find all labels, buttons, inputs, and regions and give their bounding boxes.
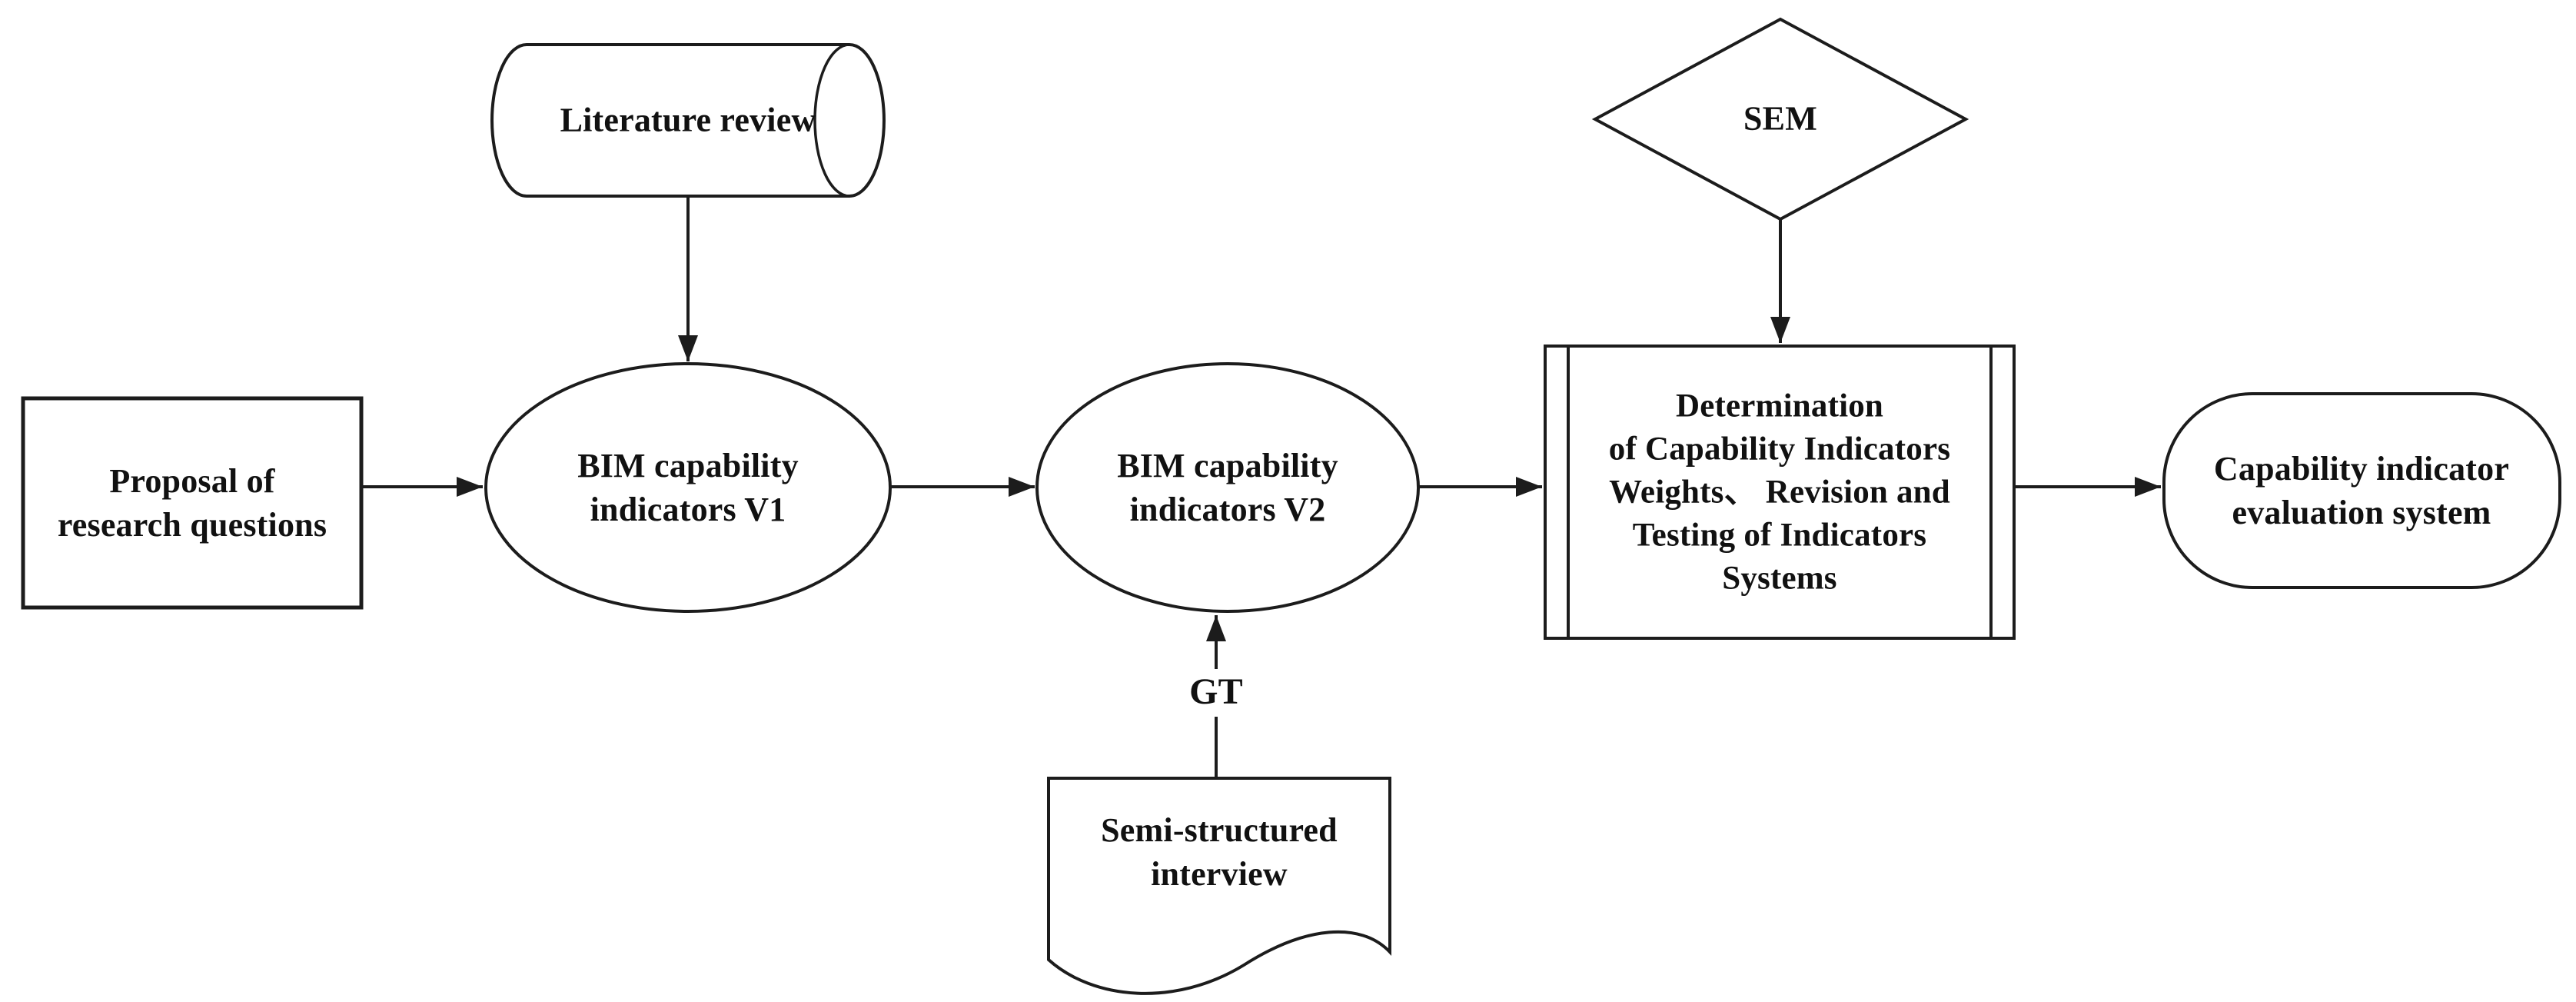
literature-review-cylinder-cap-arc [813, 43, 850, 198]
proposal-rectangle-shape [21, 396, 364, 610]
indicators-v1-label: BIM capability indicators V1 [577, 446, 799, 528]
evaluation-label: Capability indicator evaluation system [2213, 449, 2510, 531]
interview-label: Semi-structured interview [1101, 811, 1338, 893]
indicators-v2-label: BIM capability indicators V2 [1117, 446, 1338, 528]
gt-edge-label: GT [1189, 671, 1243, 712]
proposal-label: Proposal of research questions [57, 461, 327, 544]
sem-diamond-shape [1591, 17, 1969, 221]
evaluation-rounded-rectangle-shape [2162, 392, 2561, 589]
literature-review-label: Literature review [560, 101, 816, 139]
determination-process-shape [1544, 345, 2016, 640]
sem-label: SEM [1743, 99, 1817, 138]
determination-label: Determination of Capability Indicators W… [1608, 388, 1951, 596]
interview-document-shape [1047, 777, 1391, 995]
